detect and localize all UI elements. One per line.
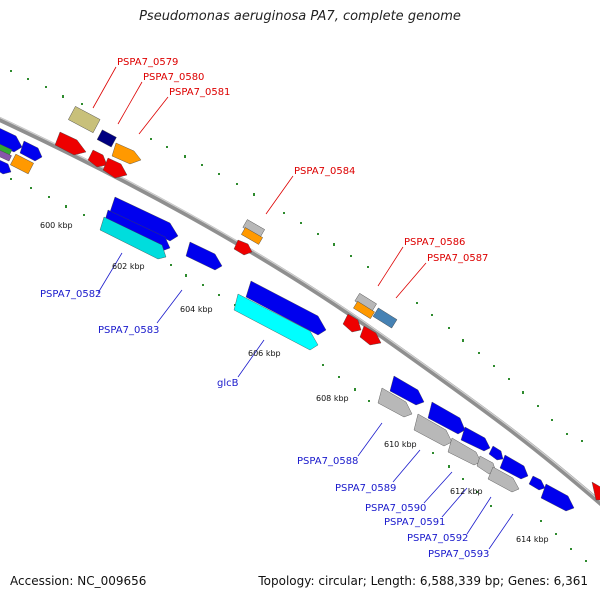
gene-blue-left-a[interactable] [0, 126, 23, 153]
label-PSPA7_0587[interactable]: PSPA7_0587 [427, 253, 488, 264]
label-PSPA7_0583[interactable]: PSPA7_0583 [98, 325, 159, 336]
gene-red-mid[interactable] [87, 149, 108, 168]
gene-blue-0590[interactable] [460, 426, 491, 452]
gene-PSPA7_0582[interactable] [109, 196, 179, 242]
bottom-label-leaders [97, 252, 514, 550]
gene-orange-left[interactable] [10, 153, 34, 175]
gene-PSPA7_0583[interactable] [99, 216, 167, 260]
bottom-strand-genes [99, 196, 575, 512]
label-PSPA7_0593[interactable]: PSPA7_0593 [428, 549, 489, 560]
label-PSPA7_0581[interactable]: PSPA7_0581 [169, 87, 230, 98]
gene-blue-0591a[interactable] [488, 445, 504, 461]
gene-red-0586a[interactable] [342, 313, 362, 333]
genome-title: Pseudomonas aeruginosa PA7, complete gen… [139, 9, 461, 24]
gene-red-right[interactable] [102, 157, 128, 179]
label-PSPA7_0591[interactable]: PSPA7_0591 [384, 517, 445, 528]
top-label-leaders [92, 66, 427, 299]
gene-red-0586b[interactable] [359, 325, 382, 346]
accession-text: Accession: NC_009656 [10, 574, 147, 588]
genome-summary-text: Topology: circular; Length: 6,588,339 bp… [258, 574, 588, 588]
scale-label-606: 606 kbp [248, 349, 281, 358]
gene-purple-left[interactable] [0, 148, 12, 162]
gene-PSPA7_0593[interactable] [540, 483, 575, 512]
gene-blue-0588[interactable] [389, 375, 425, 406]
outer-tick-track [10, 70, 583, 442]
gene-orange-0586[interactable] [353, 301, 375, 319]
gene-blue-0593a[interactable] [528, 475, 546, 491]
gene-PSPA7_0592[interactable] [487, 466, 520, 493]
label-PSPA7_0590[interactable]: PSPA7_0590 [365, 503, 426, 514]
gene-PSPA7_0580[interactable] [96, 129, 117, 148]
gene-blue-left-c[interactable] [0, 158, 12, 175]
gene-blue-0589[interactable] [427, 401, 466, 435]
label-PSPA7_0582[interactable]: PSPA7_0582 [40, 289, 101, 300]
scale-label-612: 612 kbp [450, 487, 483, 496]
label-glcB[interactable]: glcB [217, 378, 239, 389]
gene-red-0584[interactable] [233, 239, 253, 256]
gene-PSPA7_0587[interactable] [372, 307, 398, 329]
gene-red-left[interactable] [54, 131, 87, 156]
scale-label-600: 600 kbp [40, 221, 73, 230]
gene-blue-0583b[interactable] [185, 241, 223, 271]
gene-orange-0584[interactable] [241, 227, 263, 245]
gene-PSPA7_0581[interactable] [111, 142, 142, 165]
label-PSPA7_0592[interactable]: PSPA7_0592 [407, 533, 468, 544]
label-PSPA7_0580[interactable]: PSPA7_0580 [143, 72, 204, 83]
gene-glcB[interactable] [233, 293, 319, 351]
inner-tick-track [10, 178, 587, 562]
gene-blue-0592[interactable] [499, 454, 529, 480]
label-PSPA7_0589[interactable]: PSPA7_0589 [335, 483, 396, 494]
scale-label-610: 610 kbp [384, 440, 417, 449]
gene-PSPA7_0590[interactable] [447, 437, 482, 466]
gene-blue-left-b[interactable] [19, 140, 43, 162]
label-PSPA7_0584[interactable]: PSPA7_0584 [294, 166, 355, 177]
scale-label-608: 608 kbp [316, 394, 349, 403]
label-PSPA7_0586[interactable]: PSPA7_0586 [404, 237, 465, 248]
gene-PSPA7_0588[interactable] [377, 387, 413, 418]
scale-label-604: 604 kbp [180, 305, 213, 314]
gene-red-far-right[interactable] [591, 481, 600, 501]
left-edge-genes [0, 126, 43, 175]
label-PSPA7_0579[interactable]: PSPA7_0579 [117, 57, 178, 68]
label-PSPA7_0588[interactable]: PSPA7_0588 [297, 456, 358, 467]
gene-glcB-upper[interactable] [245, 280, 327, 336]
gene-PSPA7_0589[interactable] [413, 413, 453, 447]
gene-PSPA7_0579[interactable] [68, 106, 101, 134]
scale-label-602: 602 kbp [112, 262, 145, 271]
top-strand-genes [54, 106, 600, 501]
scale-label-614: 614 kbp [516, 535, 549, 544]
